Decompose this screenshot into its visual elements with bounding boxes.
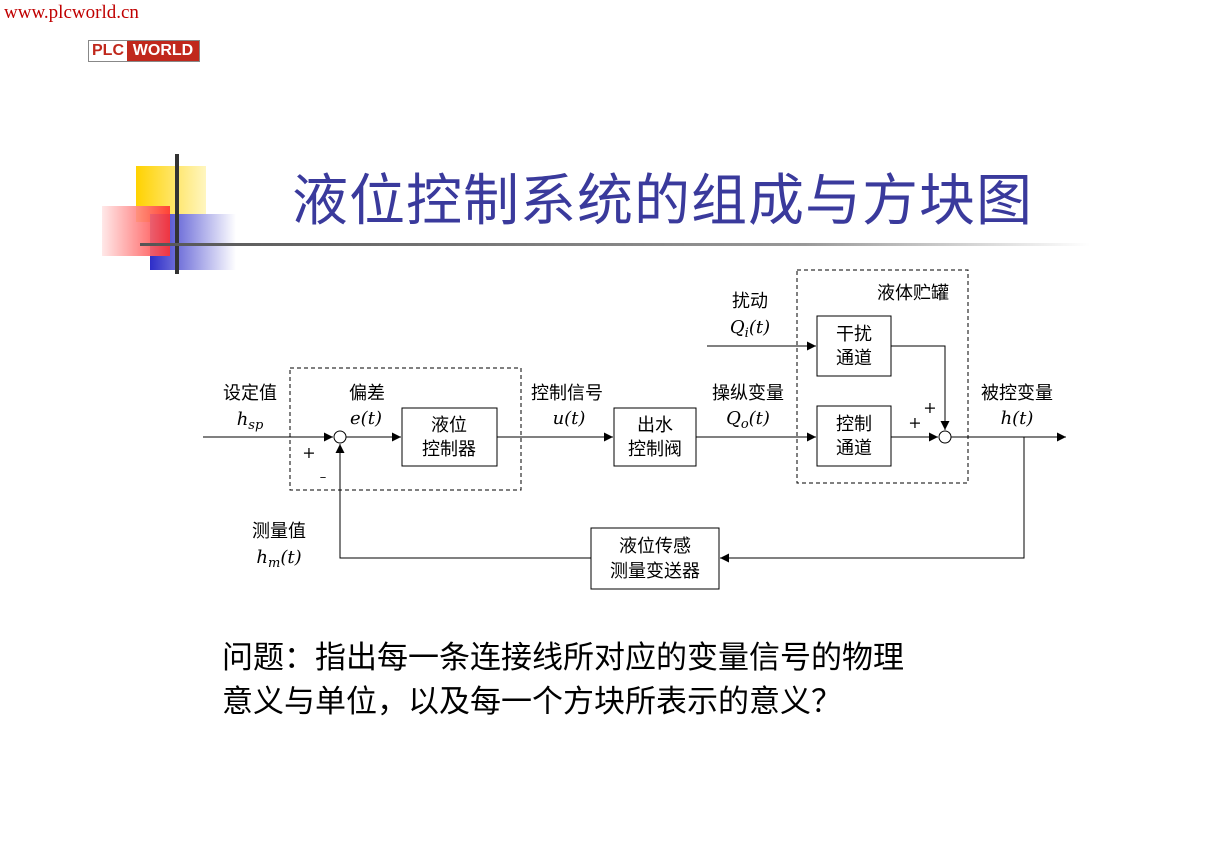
control-channel-label-1: 控制: [836, 414, 872, 435]
valve-block: [613, 407, 697, 467]
deco-vertical-bar: [175, 154, 179, 274]
measured-label: 测量值: [252, 521, 306, 542]
controller-label-1: 液位: [431, 415, 467, 436]
logo-plc-text: PLC: [89, 41, 127, 61]
valve-label-1: 出水: [637, 415, 673, 436]
measured-symbol: hm(t): [256, 547, 301, 571]
setpoint-symbol: hsp: [237, 409, 264, 433]
valve-label-2: 控制阀: [628, 439, 682, 460]
title-decoration: [102, 154, 1090, 274]
error-label: 偏差: [349, 383, 385, 404]
disturbance-channel-out-arrow: [891, 345, 950, 430]
logo-world-text: WORLD: [127, 41, 199, 61]
controller-block: [401, 407, 498, 467]
summing-junction-output: [938, 430, 952, 444]
disturbance-channel-block: [816, 315, 892, 377]
question-line-1: 问题：指出每一条连接线所对应的变量信号的物理: [222, 640, 904, 676]
control-signal-symbol: u(t): [553, 408, 586, 429]
site-url[interactable]: www.plcworld.cn: [4, 2, 139, 23]
error-symbol: e(t): [350, 408, 382, 429]
plus-sign-setpoint: +: [302, 443, 315, 462]
sensor-label-1: 液位传感: [619, 536, 691, 557]
tank-label: 液体贮罐: [877, 283, 949, 304]
feedback-to-sensor-arrow: [720, 437, 1025, 563]
sensor-label-2: 测量变送器: [610, 561, 700, 582]
output-symbol: h(t): [1001, 408, 1034, 429]
feedback-to-junction-arrow: [335, 444, 591, 559]
sensor-block: [590, 527, 720, 590]
manipulated-symbol: Qo(t): [726, 408, 770, 432]
question-line-2: 意义与单位，以及每一个方块所表示的意义？: [222, 684, 842, 720]
tank-dashed-group: [796, 269, 969, 484]
disturbance-label: 扰动: [732, 291, 768, 312]
output-label: 被控变量: [981, 383, 1053, 404]
control-channel-block: [816, 405, 892, 467]
plus-sign-disturbance: +: [923, 398, 936, 417]
manipulated-label: 操纵变量: [712, 383, 784, 404]
slide-title: 液位控制系统的组成与方块图: [292, 169, 1033, 234]
controller-label-2: 控制器: [422, 439, 476, 460]
setpoint-label: 设定值: [223, 383, 277, 404]
disturbance-channel-label-1: 干扰: [836, 324, 872, 345]
disturbance-symbol: Qi(t): [730, 317, 770, 341]
minus-sign-feedback: –: [320, 470, 327, 485]
control-signal-label: 控制信号: [531, 383, 603, 404]
disturbance-channel-label-2: 通道: [836, 348, 872, 369]
plus-sign-control: +: [908, 413, 921, 432]
deco-red-square: [102, 206, 170, 256]
control-channel-label-2: 通道: [836, 438, 872, 459]
controller-dashed-group: [289, 367, 522, 491]
title-underline: [140, 243, 1090, 246]
summing-junction-error: [333, 430, 347, 444]
plcworld-logo: PLC WORLD: [88, 40, 200, 62]
